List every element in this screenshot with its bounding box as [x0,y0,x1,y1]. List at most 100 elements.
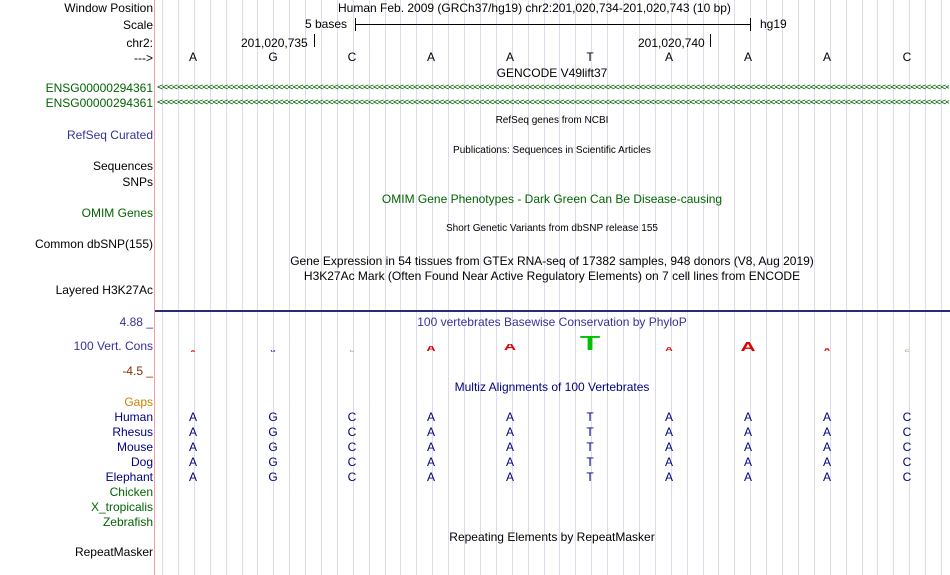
chr-label: chr2: [126,36,153,50]
guide-line [830,0,831,575]
cons-max-label: 4.88 _ [119,315,153,329]
repeatmasker-label[interactable]: RepeatMasker [74,545,153,559]
cons-label[interactable]: 100 Vert. Cons [73,339,153,353]
base-letter: A [426,50,436,64]
guide-line [941,0,942,575]
species-label[interactable]: X_tropicalis [90,500,153,514]
h3k27-track-title[interactable]: H3K27Ac Mark (Often Found Near Active Re… [303,269,801,283]
omim-label[interactable]: OMIM Genes [81,206,153,220]
gencode-item-2-feature[interactable]: <<<<<<<<<<<<<<<<<<<<<<<<<<<<<<<<<<<<<<<<… [157,98,949,108]
cons-track-title[interactable]: 100 vertebrates Basewise Conservation by… [417,315,687,329]
base-letter: T [586,50,594,64]
species-base: A [822,455,832,469]
gaps-label: Gaps [124,395,153,409]
species-base: A [188,425,198,439]
species-label[interactable]: Rhesus [112,425,153,439]
strand-label: ---> [134,51,153,65]
guide-line [766,0,767,575]
species-base: T [586,470,594,484]
cons-logo-mark[interactable]: C [320,350,384,352]
guide-line [862,0,863,575]
cons-logo-mark[interactable]: A [161,350,225,352]
omim-track-title[interactable]: OMIM Gene Phenotypes - Dark Green Can Be… [381,192,723,206]
sequences-label[interactable]: Sequences [92,159,153,173]
guide-line [226,0,227,575]
cons-logo-mark[interactable]: A [824,348,830,352]
species-base: A [664,440,674,454]
publications-track-title[interactable]: Publications: Sequences in Scientific Ar… [453,145,651,156]
guide-line [877,0,878,575]
guide-line [909,0,910,575]
coord-right-tick [710,34,711,47]
guide-line [687,0,688,575]
gencode-item-2-label[interactable]: ENSG00000294361 [45,96,153,110]
guide-line [496,0,497,575]
guide-line [734,0,735,575]
gtex-track-title[interactable]: Gene Expression in 54 tissues from GTEx … [290,254,814,268]
cons-logo-mark[interactable]: A [740,342,756,352]
gencode-item-1-feature[interactable]: <<<<<<<<<<<<<<<<<<<<<<<<<<<<<<<<<<<<<<<<… [157,83,949,93]
cons-logo-mark[interactable]: G [241,350,305,352]
scale-bar-left-tick [355,18,356,31]
refseq-label[interactable]: RefSeq Curated [66,128,153,142]
repeatmasker-track-title[interactable]: Repeating Elements by RepeatMasker [449,530,655,544]
guide-line [178,0,179,575]
species-base: A [426,470,436,484]
species-label[interactable]: Chicken [109,485,153,499]
species-label[interactable]: Elephant [105,470,153,484]
species-label[interactable]: Human [114,410,153,424]
guide-line [512,0,513,575]
coord-left: 201,020,735 [241,36,308,50]
species-base: G [268,470,278,484]
species-label[interactable]: Mouse [116,440,153,454]
species-base: A [426,425,436,439]
species-base: A [188,455,198,469]
gencode-item-1-label[interactable]: ENSG00000294361 [45,81,153,95]
guide-line [369,0,370,575]
species-base: C [347,410,357,424]
species-base: C [347,470,357,484]
guide-line [671,0,672,575]
gencode-track-title[interactable]: GENCODE V49lift37 [496,66,608,80]
coord-left-tick [314,34,315,47]
species-base: A [188,470,198,484]
guide-line [385,0,386,575]
dbsnp-track-title[interactable]: Short Genetic Variants from dbSNP releas… [446,223,658,234]
h3k27-track-baseline [155,310,950,312]
cons-logo-mark[interactable]: T [579,336,601,352]
species-base: A [505,425,515,439]
species-base: C [347,425,357,439]
guide-line [194,0,195,575]
guide-line [798,0,799,575]
h3k27-label[interactable]: Layered H3K27Ac [55,283,153,297]
cons-logo-mark[interactable]: A [503,344,516,352]
species-base: C [902,410,912,424]
base-letter: C [347,50,357,64]
species-base: A [743,410,753,424]
multiz-track-title[interactable]: Multiz Alignments of 100 Vertebrates [454,380,650,394]
cons-logo-mark[interactable]: C [904,349,910,352]
species-base: G [268,425,278,439]
guide-line [400,0,401,575]
scale-db: hg19 [760,17,787,31]
cons-logo-mark[interactable]: A [426,346,436,352]
species-base: A [505,410,515,424]
species-base: A [188,410,198,424]
species-base: C [902,455,912,469]
refseq-track-title[interactable]: RefSeq genes from NCBI [495,115,609,126]
base-letter: G [268,50,278,64]
base-letter: A [505,50,515,64]
dbsnp-label[interactable]: Common dbSNP(155) [34,237,153,251]
scale-value: 5 bases [305,17,348,31]
species-label[interactable]: Dog [130,455,153,469]
base-letter: A [822,50,832,64]
species-label[interactable]: Zebrafish [102,515,153,529]
base-letter: A [743,50,753,64]
species-base: T [586,425,594,439]
guide-line [607,0,608,575]
species-base: A [822,440,832,454]
snps-label[interactable]: SNPs [122,175,153,189]
guide-line [273,0,274,575]
cons-logo-mark[interactable]: A [665,347,673,352]
